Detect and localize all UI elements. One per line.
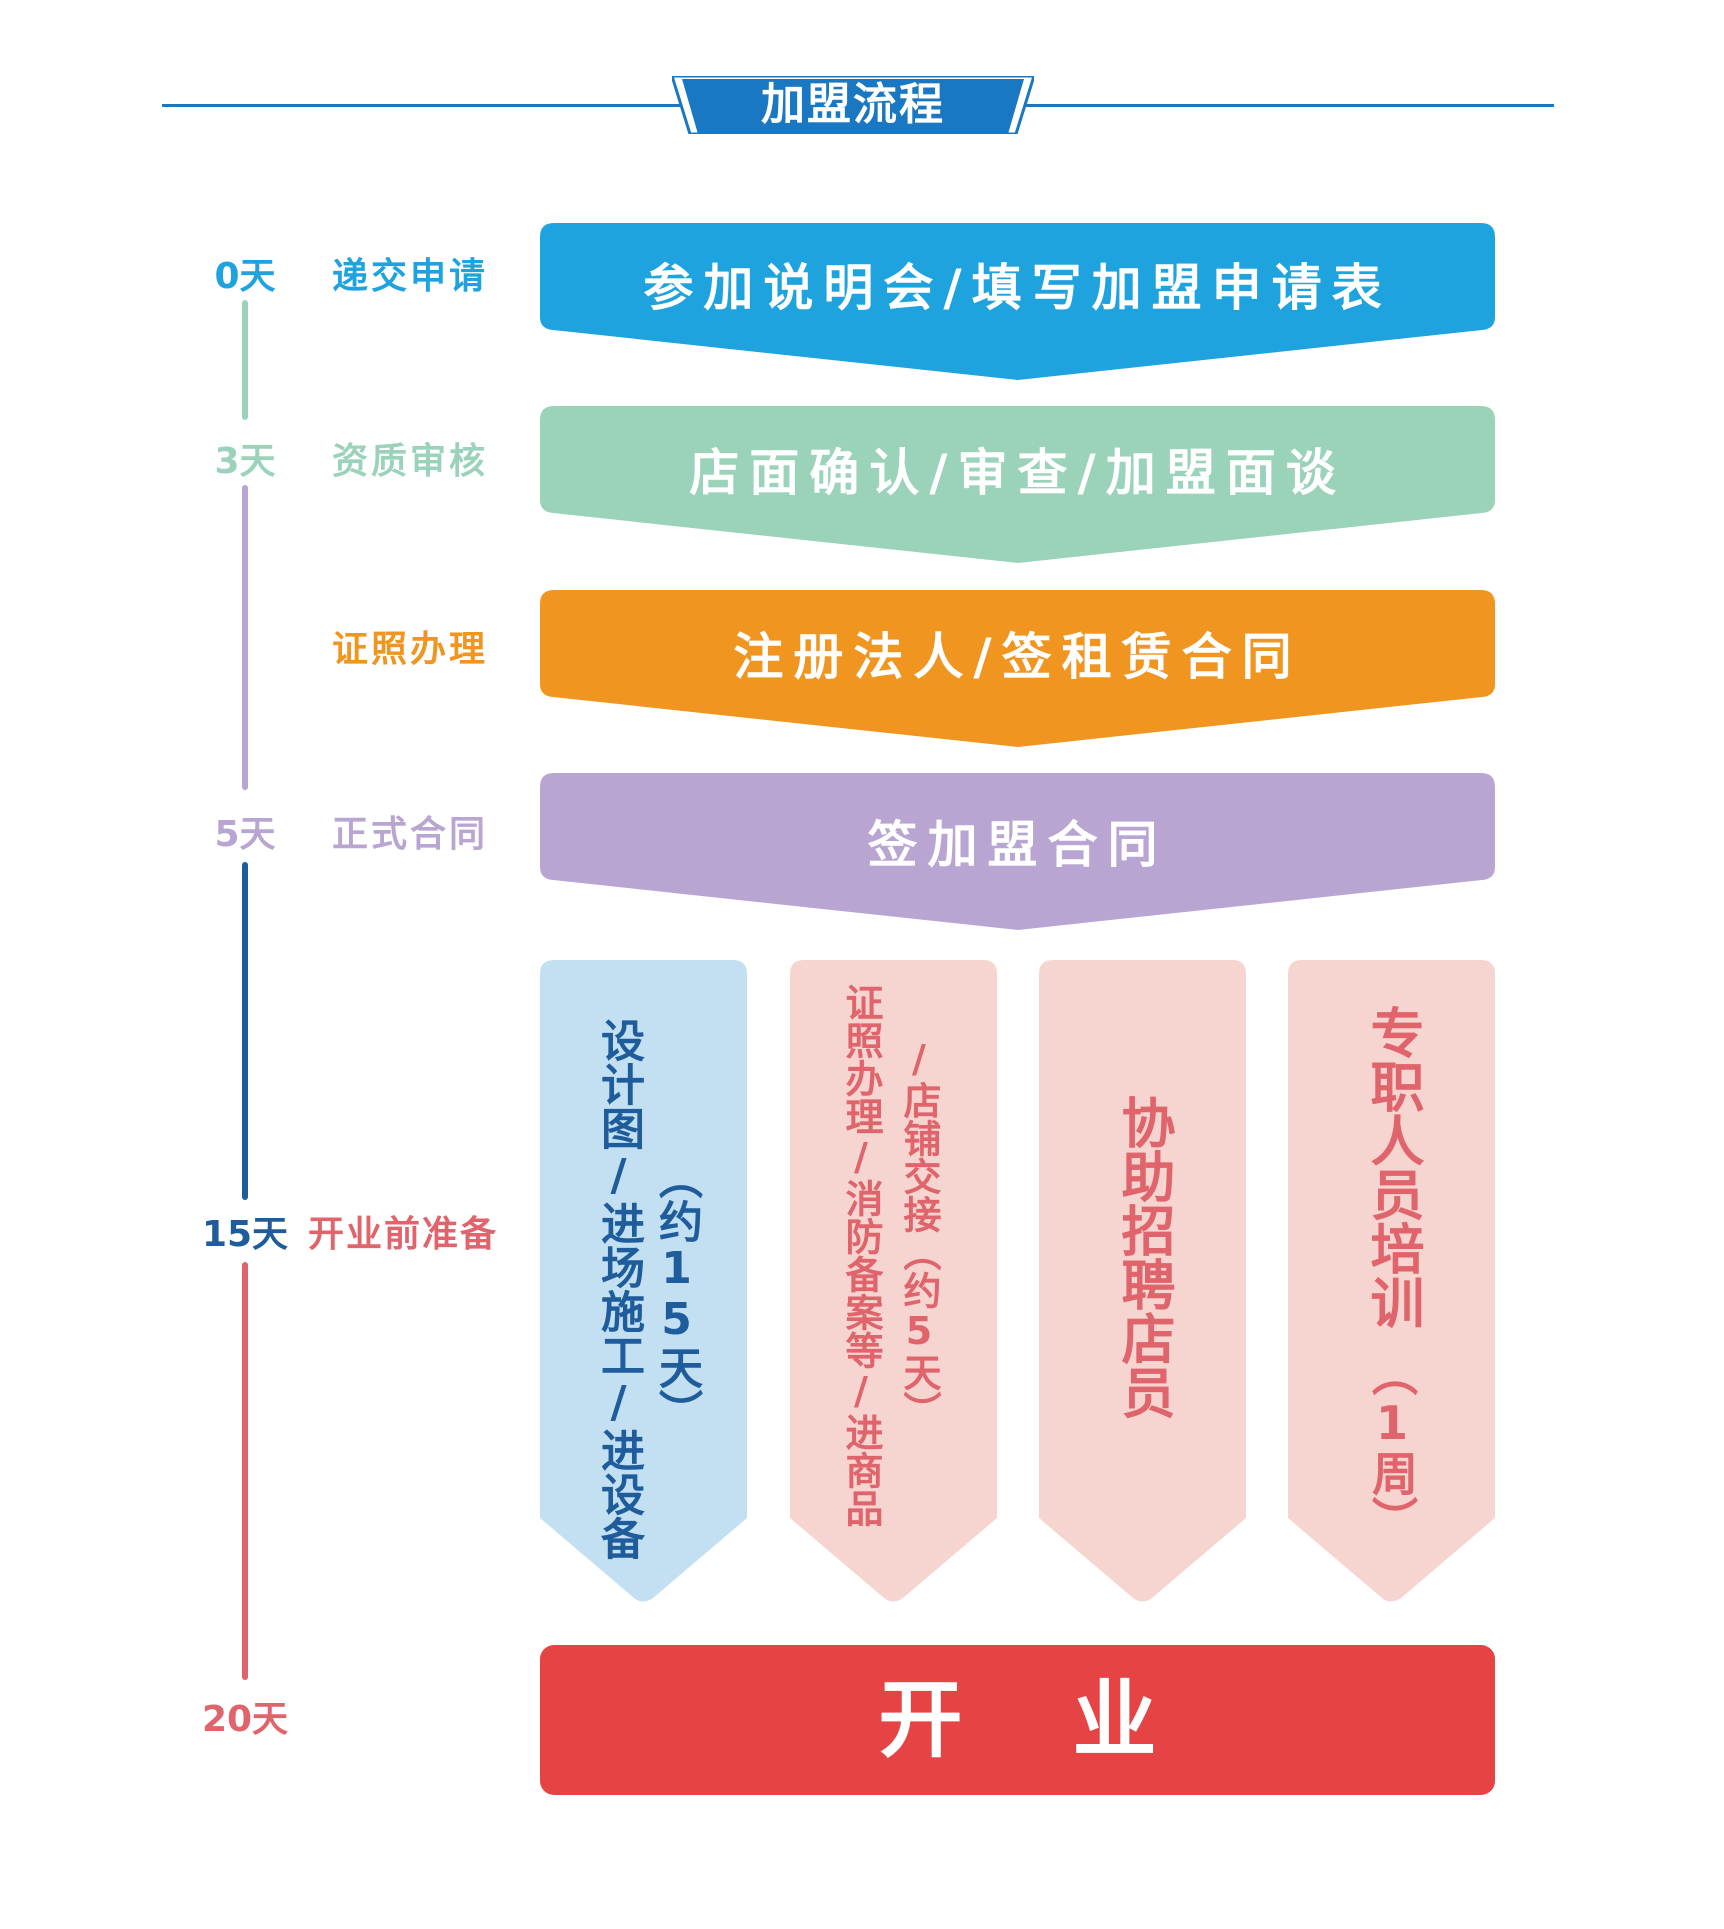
column-box-4 [1288,960,1495,1602]
column-4-note: （1周） [1365,1350,1419,1542]
column-box-3 [1039,960,1246,1602]
stage-submit-application: 递交申请 [332,256,489,297]
step-box-2 [540,406,1495,563]
column-1-main: 设计图/进场施工/进设备 [593,1018,644,1560]
stage-formal-contract: 正式合同 [332,814,489,855]
timeline-day-15: 15天 [201,1214,289,1255]
step-box-1 [540,223,1495,380]
step-box-4 [540,773,1495,930]
stage-qualification-review: 资质审核 [332,441,489,482]
timeline-day-5: 5天 [214,814,276,855]
timeline-day-3: 3天 [214,441,276,482]
page-title: 加盟流程 [761,79,945,130]
column-2-note: /店铺交接（约5天） [897,1037,941,1429]
timeline-segment-green [242,300,248,420]
stage-license-processing: 证照办理 [332,629,489,670]
timeline-segment-purple [242,485,248,790]
stage-pre-opening: 开业前准备 [308,1214,499,1255]
column-1-note: （约15天） [651,1155,702,1433]
step-label-1: 参加说明会/填写加盟申请表 [643,259,1392,317]
header-line-right [1024,104,1554,107]
column-box-2 [790,960,997,1602]
final-opening-box [540,1645,1495,1795]
column-3-main: 协助招聘店员 [1112,1095,1175,1419]
column-box-1 [540,960,747,1602]
header-line-left [162,104,682,107]
column-2-main: 证照办理/消防备案等/进商品 [839,983,883,1527]
timeline-day-20: 20天 [201,1699,289,1740]
final-opening-label: 开业 [878,1671,1267,1769]
timeline-day-0: 0天 [214,256,276,297]
timeline-segment-red [242,1262,248,1680]
column-4-main: 专职人员培训 [1361,1005,1424,1329]
step-box-3 [540,590,1495,747]
step-label-4: 签加盟合同 [867,816,1168,874]
timeline-segment-navy [242,862,248,1200]
step-label-3: 注册法人/签租赁合同 [733,628,1302,686]
step-label-2: 店面确认/审查/加盟面谈 [689,444,1346,502]
header-tab [672,76,1034,134]
